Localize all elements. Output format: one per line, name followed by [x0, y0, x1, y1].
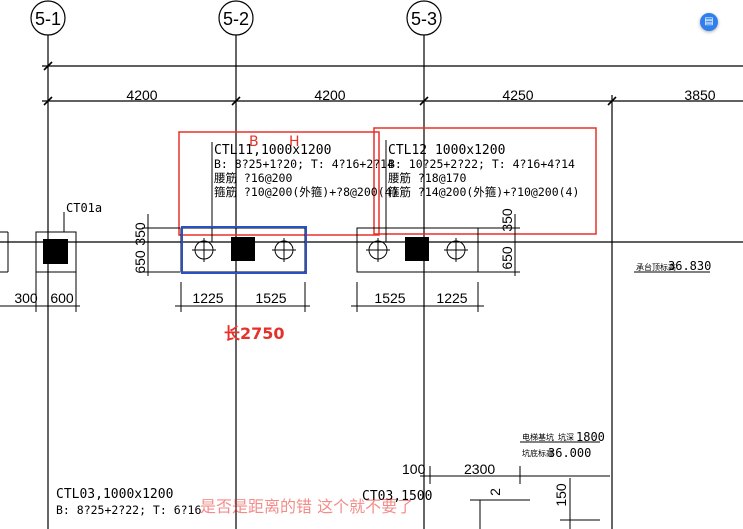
pile-cap-ct01a [35, 231, 77, 273]
pile-symbol [272, 238, 296, 262]
ctl11-annotation-box [178, 131, 380, 236]
axis-bubble-5-3 [406, 0, 442, 36]
ct03-label: CT03,1500 [362, 489, 432, 504]
overlay-comment: 是否是距离的错 这个就不要了 [200, 497, 413, 516]
axis-bubble-5-2 [218, 0, 254, 36]
ctl12-title: CTL12 1000x1200 [388, 143, 505, 158]
axis-label-5-1: 5-1 [35, 9, 61, 29]
ct01a-label: CT01a [66, 201, 102, 215]
pile-symbol [192, 238, 216, 262]
vdim-650-right: 650 [499, 246, 515, 270]
hdim-1525-right: 1525 [374, 290, 405, 306]
low-dim-150: 150 [553, 483, 569, 507]
pit-bottom-value: 36.000 [548, 446, 591, 460]
dim-span-4: 3850 [684, 87, 715, 103]
hdim-300: 300 [14, 290, 38, 306]
low-dim-100: 100 [402, 461, 426, 477]
dim-tick [607, 96, 617, 106]
ctl11-bars: B: 8?25+1?20; T: 4?16+2?14 [214, 157, 394, 171]
dim-span-3: 4250 [502, 87, 533, 103]
column-ctl12 [405, 237, 429, 261]
axis-label-5-2: 5-2 [223, 9, 249, 29]
pile-symbol [366, 238, 390, 262]
ctl03-title: CTL03,1000x1200 [56, 487, 173, 502]
axis-bubble-5-1 [30, 0, 66, 36]
cap-elevation-label: 承台顶标高 [636, 262, 676, 272]
ctl12-annotation-box [373, 127, 597, 235]
dim-span-2: 4200 [314, 87, 345, 103]
pit-depth-value: 1800 [576, 430, 605, 444]
cap-elevation-value: 36.830 [668, 259, 711, 273]
pit-bottom-label: 坑底标高 [522, 448, 554, 458]
dim-tick [231, 96, 241, 106]
column-ctl11 [231, 237, 255, 261]
dim-tick [43, 96, 53, 106]
dim-span-1: 4200 [126, 87, 157, 103]
annot-h: H [289, 134, 300, 150]
pit-label: 电梯基坑 [522, 432, 554, 442]
ctl12-stirrup: 箍筋 ?14@200(外箍)+?10@200(4) [388, 185, 579, 199]
vdim-350-left: 350 [132, 222, 148, 246]
image-icon[interactable]: ▤ [700, 13, 718, 31]
vdim-650-left: 650 [132, 250, 148, 274]
annot-b: B [249, 134, 259, 150]
column-ct01a [43, 239, 68, 264]
dim-tick [43, 61, 53, 71]
ctl12-bars: B: 10?25+2?22; T: 4?16+4?14 [388, 157, 575, 171]
low-dim-2300: 2300 [464, 461, 495, 477]
low-dim-2: 2 [487, 488, 503, 496]
ctl12-waist: 腰筋 ?18@170 [388, 171, 466, 185]
axis-label-5-3: 5-3 [411, 9, 437, 29]
hdim-1225-right: 1225 [436, 290, 467, 306]
pile-cap-ctl12 [356, 227, 479, 273]
ctl11-waist: 腰筋 ?16@200 [214, 171, 292, 185]
pit-depth-label: 坑深 [558, 432, 574, 442]
ctl11-title: CTL11,1000x1200 [214, 143, 331, 158]
vdim-350-right: 350 [499, 208, 515, 232]
dim-tick [419, 96, 429, 106]
ctl11-stirrup: 箍筋 ?10@200(外箍)+?8@200(4) [214, 185, 398, 199]
ctl03-bars: B: 8?25+2?22; T: 6?16 [56, 503, 201, 517]
hdim-1225-left: 1225 [192, 290, 223, 306]
hdim-600: 600 [50, 290, 74, 306]
length-annotation: 长2750 [224, 324, 285, 343]
pile-symbol [444, 238, 468, 262]
hdim-1525-left: 1525 [255, 290, 286, 306]
ctl11-highlight-box [181, 226, 307, 274]
